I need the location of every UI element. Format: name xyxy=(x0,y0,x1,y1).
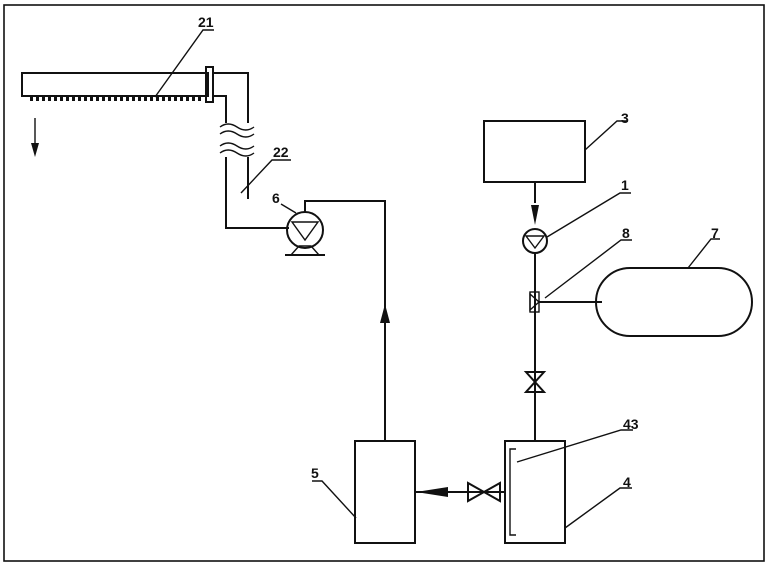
leader-lines xyxy=(154,29,720,529)
nozzle xyxy=(120,96,123,101)
pump xyxy=(285,211,325,256)
nozzle xyxy=(180,96,183,101)
nozzle xyxy=(102,96,105,101)
gate-valve-horizontal xyxy=(467,481,501,503)
supply-pipe xyxy=(212,72,289,229)
tank-5 xyxy=(354,440,416,544)
label-7: 7 xyxy=(711,225,719,241)
label-6: 6 xyxy=(272,190,280,206)
fitting-8 xyxy=(529,291,602,313)
flow-arrow-down xyxy=(531,205,539,225)
nozzle xyxy=(156,96,159,101)
nozzle xyxy=(144,96,147,101)
label-8: 8 xyxy=(622,225,630,241)
nozzle xyxy=(42,96,45,101)
vessel-7 xyxy=(595,267,753,337)
spray-bar xyxy=(21,66,214,103)
label-21: 21 xyxy=(198,14,214,30)
spray-direction-arrow xyxy=(31,118,39,157)
box-3 xyxy=(483,120,586,183)
nozzle xyxy=(132,96,135,101)
outer-frame xyxy=(3,4,765,562)
nozzle xyxy=(192,96,195,101)
nozzle xyxy=(186,96,189,101)
nozzle xyxy=(126,96,129,101)
nozzle xyxy=(168,96,171,101)
nozzle xyxy=(138,96,141,101)
nozzle xyxy=(72,96,75,101)
gate-valve-vertical xyxy=(523,371,547,393)
label-5: 5 xyxy=(311,465,319,481)
label-22: 22 xyxy=(273,144,289,160)
nozzle xyxy=(162,96,165,101)
label-1: 1 xyxy=(621,177,629,193)
nozzle xyxy=(174,96,177,101)
nozzle xyxy=(150,96,153,101)
label-3: 3 xyxy=(621,110,629,126)
vessel-4-inner-element xyxy=(509,448,516,536)
nozzle xyxy=(108,96,111,101)
nozzle xyxy=(114,96,117,101)
nozzle xyxy=(66,96,69,101)
meter-1 xyxy=(522,228,548,254)
nozzle xyxy=(90,96,93,101)
label-43: 43 xyxy=(623,416,639,432)
pump-to-tank5-line xyxy=(304,200,386,442)
spray-nozzles xyxy=(30,96,201,101)
nozzle xyxy=(60,96,63,101)
nozzle xyxy=(48,96,51,101)
nozzle xyxy=(96,96,99,101)
flow-arrow-up xyxy=(380,304,390,323)
nozzle xyxy=(198,96,201,101)
label-4: 4 xyxy=(623,474,631,490)
nozzle xyxy=(36,96,39,101)
nozzle xyxy=(84,96,87,101)
nozzle xyxy=(78,96,81,101)
nozzle xyxy=(54,96,57,101)
nozzle xyxy=(30,96,33,101)
spray-bar-flange xyxy=(205,66,214,103)
flow-arrow-left xyxy=(416,487,448,497)
